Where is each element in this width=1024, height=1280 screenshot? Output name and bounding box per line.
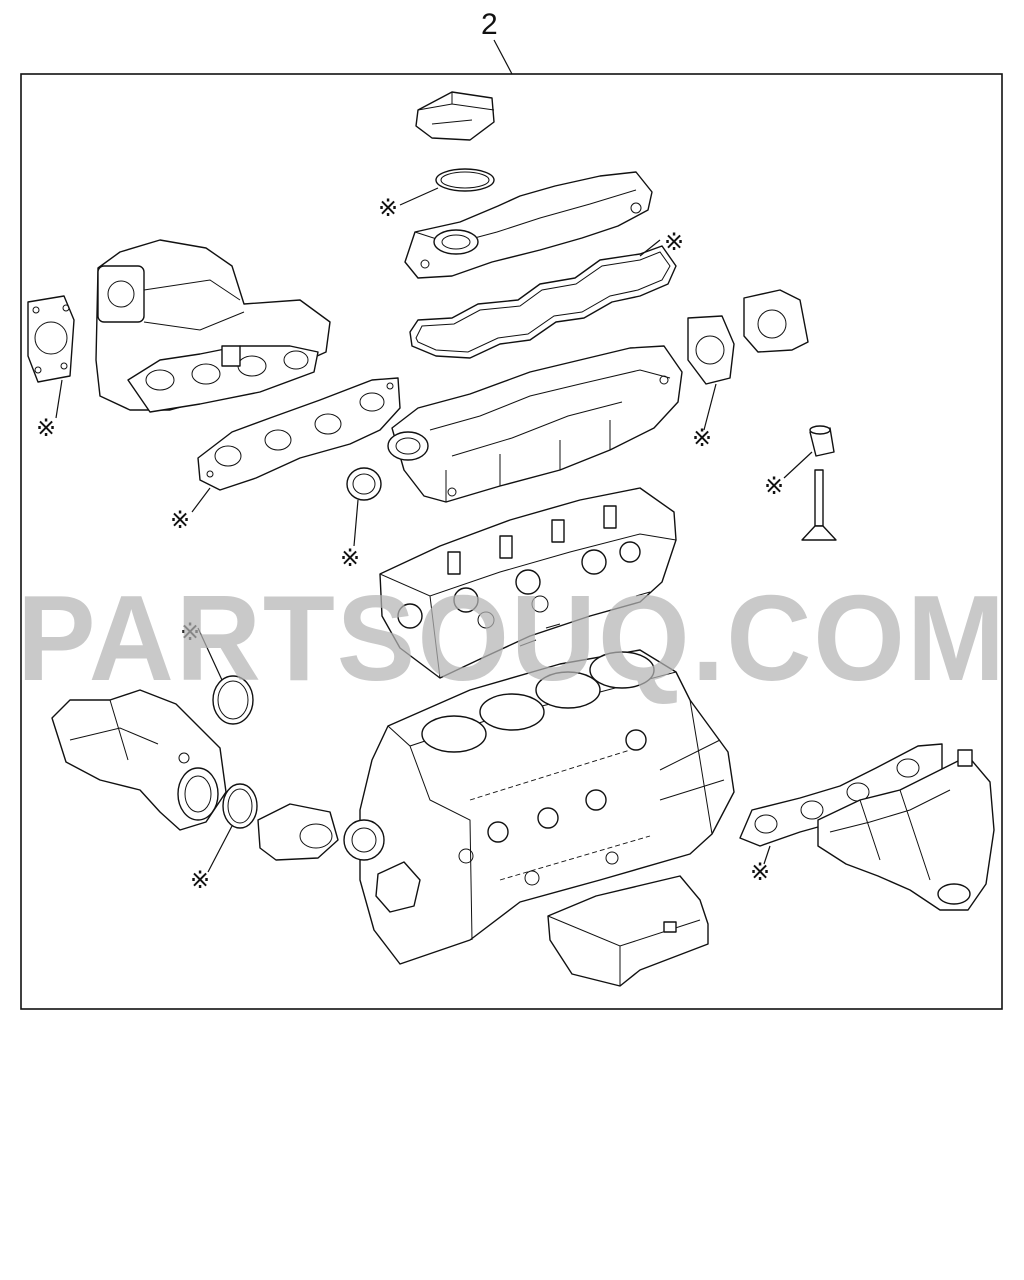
watermark-text: PARTSOUQ.COM [17, 570, 1007, 706]
kit-mark: ※ [190, 866, 210, 894]
filler-cap-o-ring [435, 168, 495, 192]
kit-mark: ※ [340, 544, 360, 572]
camshaft-oil-seal [346, 467, 382, 501]
pipe-o-ring-upper [212, 675, 254, 725]
cylinder-block [343, 649, 735, 965]
valve-stem-seal [809, 425, 835, 457]
kit-mark: ※ [692, 424, 712, 452]
throttle-gasket [27, 295, 75, 383]
exhaust-manifold [817, 749, 995, 911]
kit-mark: ※ [664, 228, 684, 256]
head-cover-gasket [409, 245, 677, 359]
intake-manifold-gasket [197, 377, 401, 491]
callout-leader [493, 39, 513, 75]
intake-manifold [95, 239, 331, 413]
oil-filler-cap [415, 91, 495, 141]
water-outlet-pipe [51, 689, 227, 831]
exhaust-manifold-gasket [739, 743, 943, 847]
cylinder-head [379, 487, 677, 679]
kit-mark: ※ [764, 472, 784, 500]
camshaft-carrier [387, 345, 683, 503]
kit-frame [20, 73, 1003, 1010]
egr-valve [743, 289, 809, 353]
thermostat-housing [257, 803, 339, 861]
kit-mark: ※ [378, 194, 398, 222]
oil-pan [547, 875, 709, 987]
pipe-o-ring-lower [222, 783, 258, 829]
kit-mark: ※ [750, 858, 770, 886]
valve [801, 469, 837, 541]
kit-mark: ※ [36, 414, 56, 442]
callout-number: 2 [481, 8, 498, 41]
kit-mark: ※ [170, 506, 190, 534]
egr-gasket [687, 315, 735, 385]
cylinder-head-cover [404, 171, 653, 279]
kit-mark: ※ [180, 618, 200, 646]
